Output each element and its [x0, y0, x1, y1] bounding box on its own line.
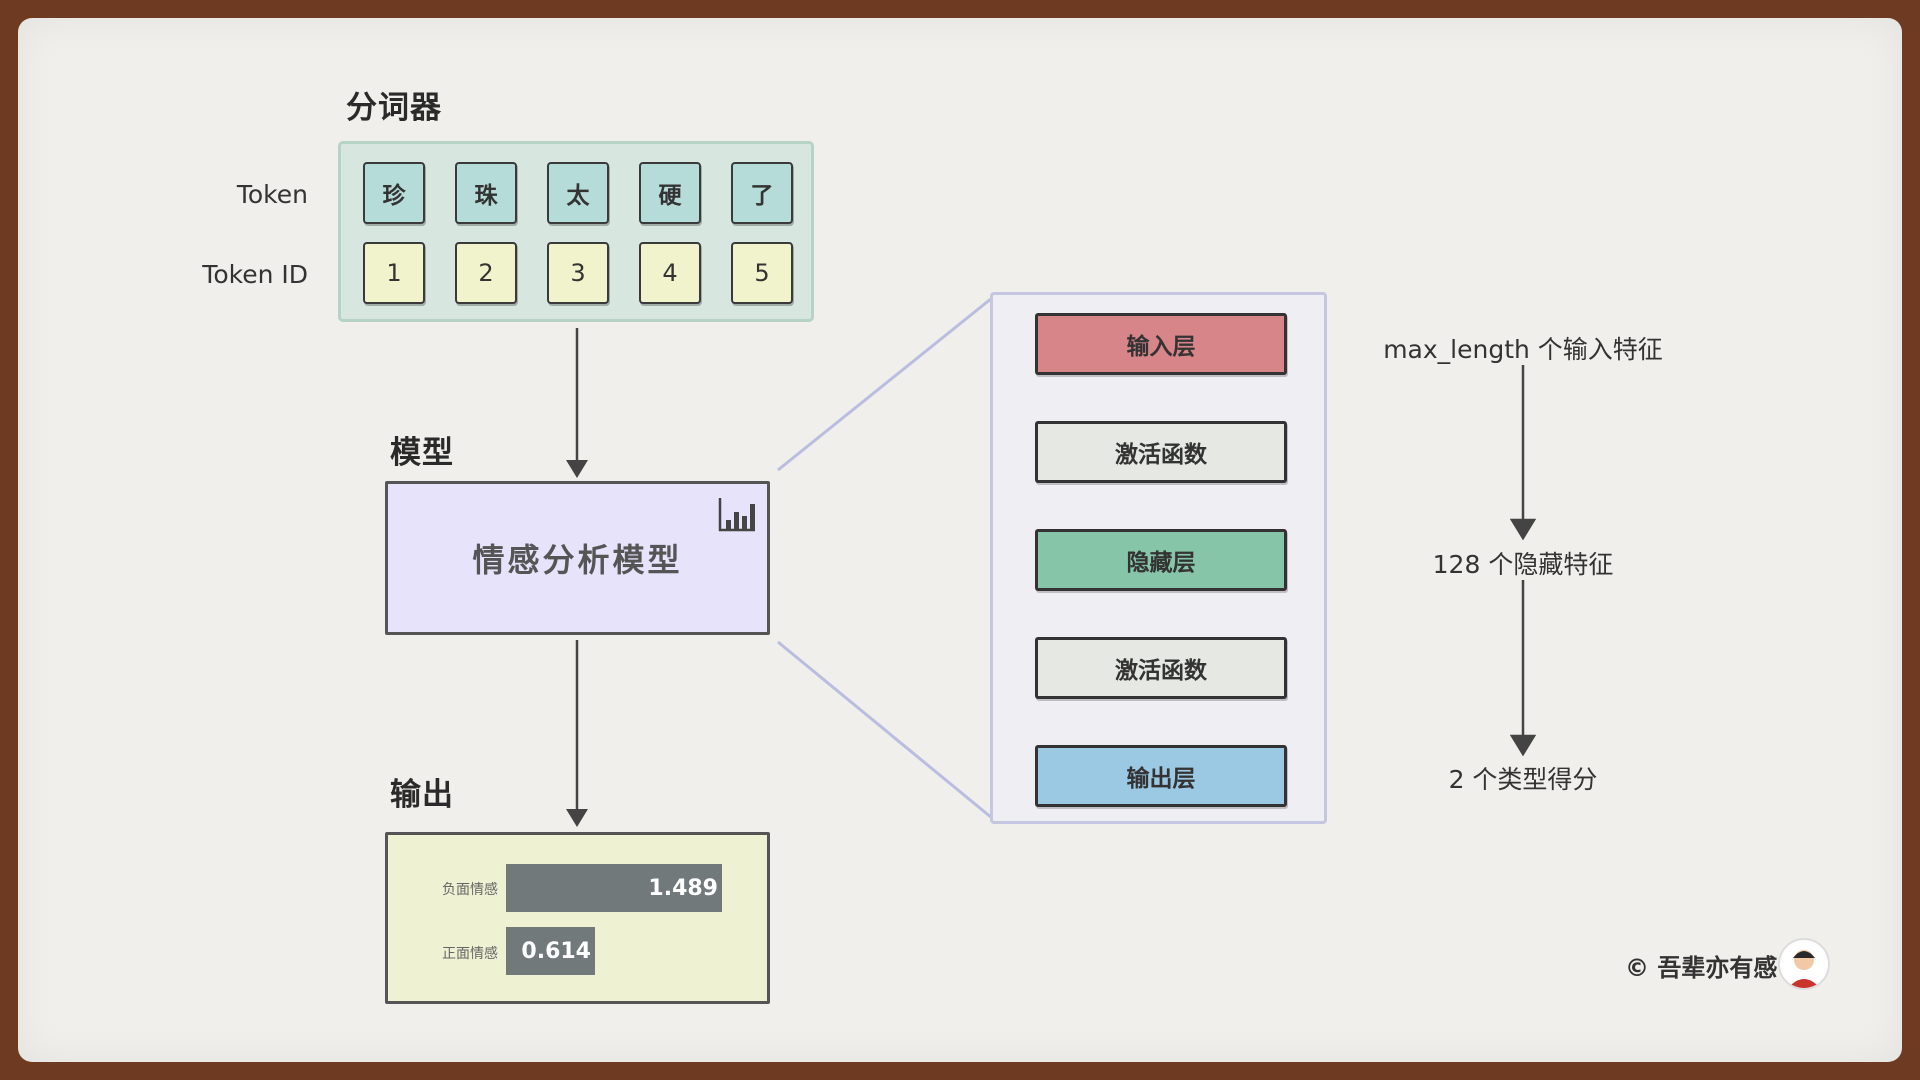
avatar	[1778, 938, 1830, 990]
layer-hidden: 隐藏层	[1035, 529, 1287, 591]
bar-negative: 1.489	[506, 864, 722, 912]
token-cell: 珠	[455, 162, 517, 224]
tokenizer-title: 分词器	[346, 90, 442, 126]
token-row-label: Token	[236, 180, 308, 209]
arrowhead-model-to-output	[566, 809, 588, 827]
feature-hidden-label: 128 个隐藏特征	[1432, 550, 1614, 579]
token-id-cell: 5	[731, 242, 793, 304]
bar-label-negative: 负面情感	[442, 882, 498, 898]
layer-activation-2: 激活函数	[1035, 637, 1287, 699]
network-detail-panel: 输入层 激活函数 隐藏层 激活函数 输出层	[990, 292, 1327, 824]
tokenizer-panel: 珍 珠 太 硬 了 1 2 3 4 5	[338, 141, 814, 322]
token-cell: 了	[731, 162, 793, 224]
token-id-row-label: Token ID	[202, 260, 308, 289]
layer-input: 输入层	[1035, 313, 1287, 375]
zoom-line-top	[777, 296, 993, 472]
token-cell: 珍	[363, 162, 425, 224]
token-id-cell: 4	[639, 242, 701, 304]
arrowhead-tokenizer-to-model	[566, 460, 588, 478]
layer-output: 输出层	[1035, 745, 1287, 807]
bar-value-positive: 0.614	[521, 938, 591, 964]
bar-chart-icon	[718, 498, 755, 532]
model-box: 情感分析模型	[385, 481, 770, 635]
feature-arrows	[1509, 365, 1537, 757]
output-title: 输出	[390, 777, 454, 813]
paper-background	[18, 18, 1902, 1062]
token-id-cell: 1	[363, 242, 425, 304]
token-cell: 硬	[639, 162, 701, 224]
bar-label-positive: 正面情感	[442, 946, 498, 962]
feature-output-label: 2 个类型得分	[1448, 765, 1598, 794]
token-cell: 太	[547, 162, 609, 224]
model-box-label: 情感分析模型	[472, 541, 683, 579]
model-title: 模型	[390, 435, 454, 471]
bar-value-negative: 1.489	[648, 875, 718, 901]
credit-text: © 吾辈亦有感	[1625, 954, 1778, 982]
zoom-line-bottom	[777, 640, 993, 820]
avatar-face-icon	[1788, 950, 1820, 988]
bar-positive: 0.614	[506, 927, 595, 975]
token-id-cell: 2	[455, 242, 517, 304]
feature-input-label: max_length 个输入特征	[1383, 335, 1663, 364]
output-box: 负面情感 1.489 正面情感 0.614	[385, 832, 770, 1004]
token-id-cell: 3	[547, 242, 609, 304]
layer-activation-1: 激活函数	[1035, 421, 1287, 483]
